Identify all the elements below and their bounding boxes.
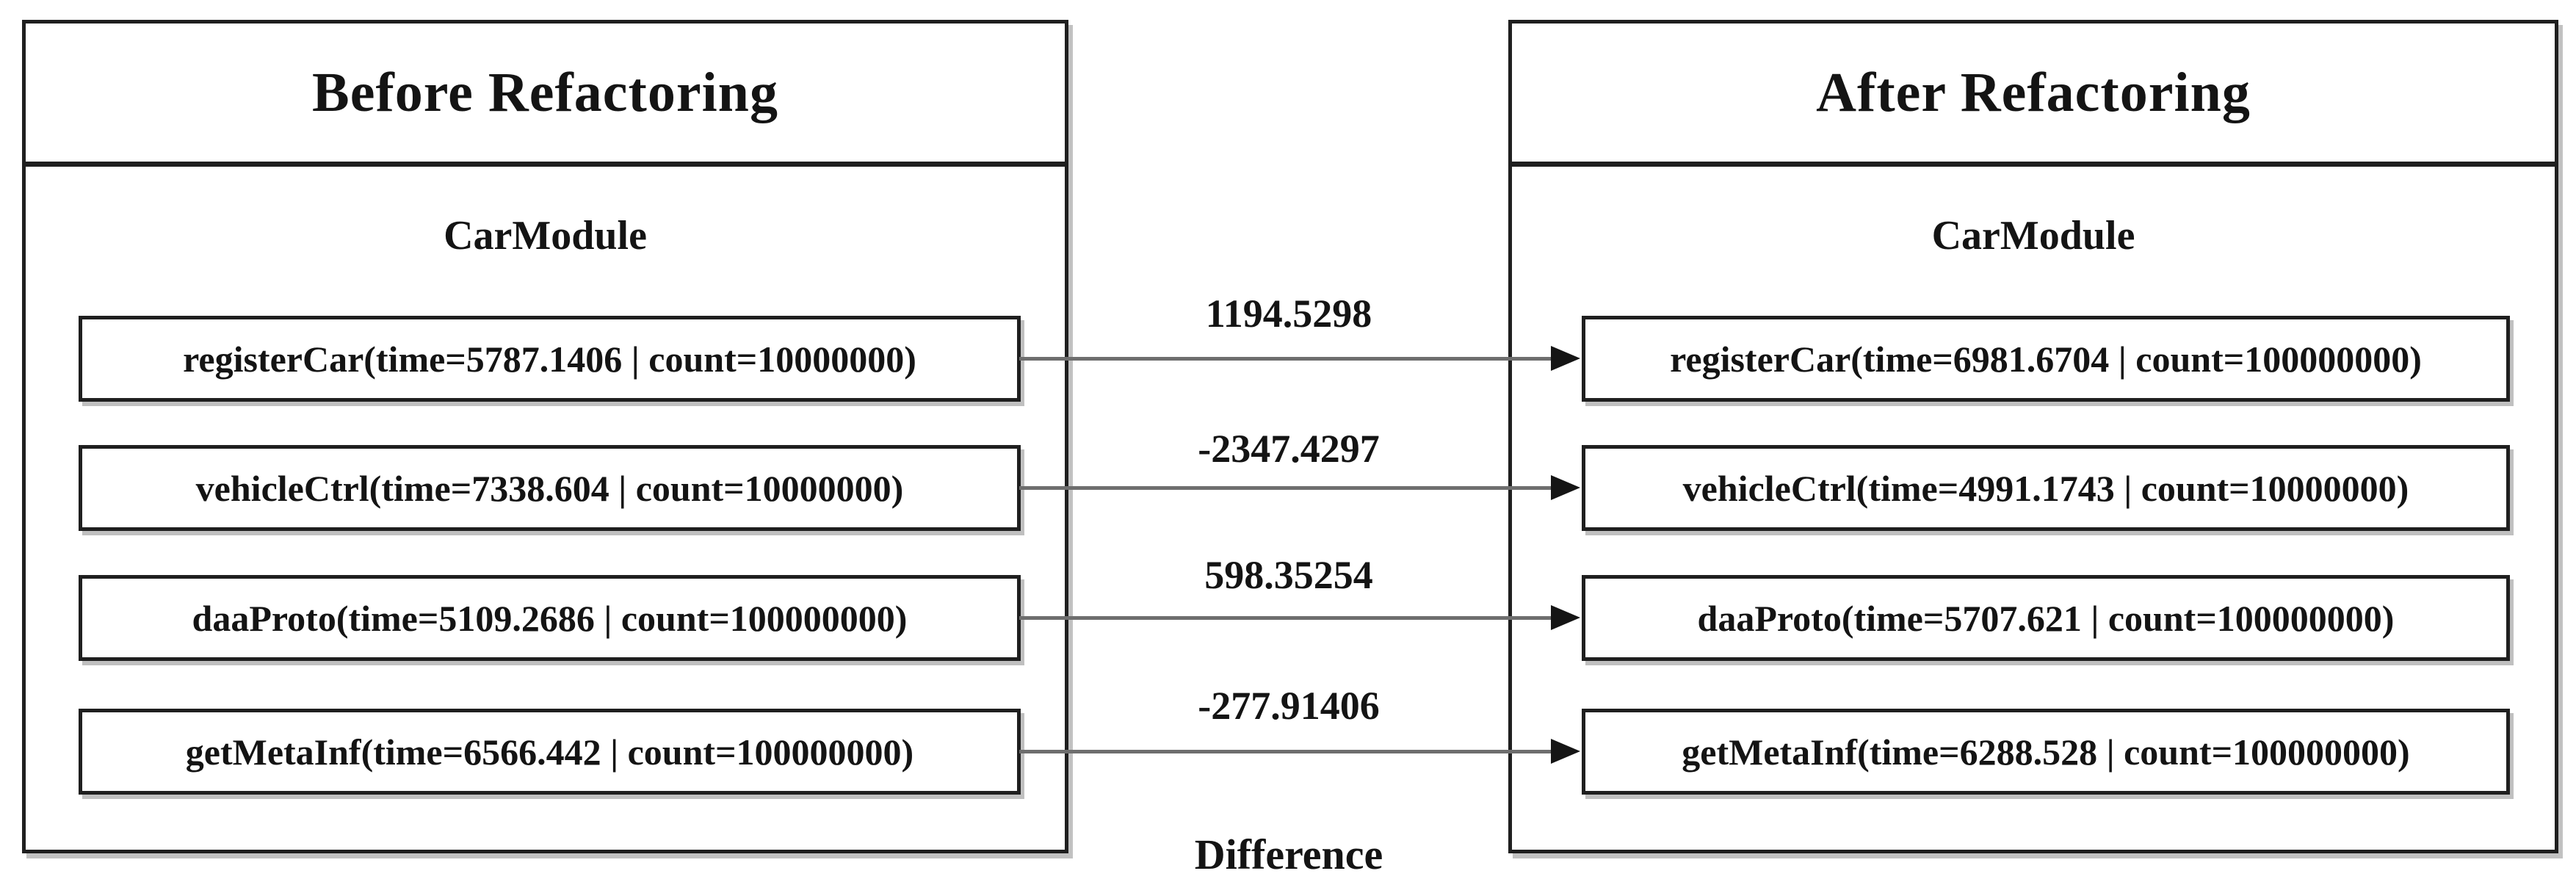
before-module-label: CarModule — [444, 213, 647, 258]
before-method-label-daaProto: daaProto(time=5109.2686 | count=10000000… — [192, 597, 908, 639]
after-method-label-vehicleCtrl: vehicleCtrl(time=4991.1743 | count=10000… — [1682, 467, 2409, 509]
after-panel-title: After Refactoring — [1512, 24, 2555, 167]
before-panel-title: Before Refactoring — [26, 24, 1065, 167]
after-method-box-daaProto: daaProto(time=5707.621 | count=100000000… — [1582, 575, 2510, 661]
difference-value-registerCar: 1194.5298 — [1205, 292, 1372, 336]
before-method-label-getMetaInf: getMetaInf(time=6566.442 | count=1000000… — [185, 731, 914, 773]
before-method-label-vehicleCtrl: vehicleCtrl(time=7338.604 | count=100000… — [195, 467, 904, 509]
difference-value-daaProto: 598.35254 — [1204, 553, 1373, 597]
before-method-box-daaProto: daaProto(time=5109.2686 | count=10000000… — [79, 575, 1021, 661]
arrow-line-vehicleCtrl — [1019, 486, 1554, 490]
difference-value-getMetaInf: -277.91406 — [1198, 684, 1380, 728]
after-method-label-registerCar: registerCar(time=6981.6704 | count=10000… — [1670, 338, 2422, 380]
after-method-box-registerCar: registerCar(time=6981.6704 | count=10000… — [1582, 316, 2510, 402]
arrow-line-getMetaInf — [1019, 750, 1554, 753]
before-method-box-getMetaInf: getMetaInf(time=6566.442 | count=1000000… — [79, 709, 1021, 795]
difference-caption: Difference — [1194, 831, 1383, 878]
after-method-box-getMetaInf: getMetaInf(time=6288.528 | count=1000000… — [1582, 709, 2510, 795]
before-method-label-registerCar: registerCar(time=5787.1406 | count=10000… — [183, 338, 916, 380]
before-method-box-registerCar: registerCar(time=5787.1406 | count=10000… — [79, 316, 1021, 402]
arrow-head-icon-registerCar — [1551, 346, 1580, 371]
arrow-head-icon-daaProto — [1551, 605, 1580, 630]
after-method-label-getMetaInf: getMetaInf(time=6288.528 | count=1000000… — [1682, 731, 2410, 773]
arrow-line-daaProto — [1019, 616, 1554, 620]
arrow-line-registerCar — [1019, 357, 1554, 361]
arrow-head-icon-getMetaInf — [1551, 739, 1580, 764]
after-module-label: CarModule — [1931, 213, 2135, 258]
difference-value-vehicleCtrl: -2347.4297 — [1198, 427, 1380, 471]
arrow-head-icon-vehicleCtrl — [1551, 475, 1580, 500]
after-method-label-daaProto: daaProto(time=5707.621 | count=100000000… — [1697, 597, 2395, 639]
after-method-box-vehicleCtrl: vehicleCtrl(time=4991.1743 | count=10000… — [1582, 445, 2510, 531]
before-method-box-vehicleCtrl: vehicleCtrl(time=7338.604 | count=100000… — [79, 445, 1021, 531]
